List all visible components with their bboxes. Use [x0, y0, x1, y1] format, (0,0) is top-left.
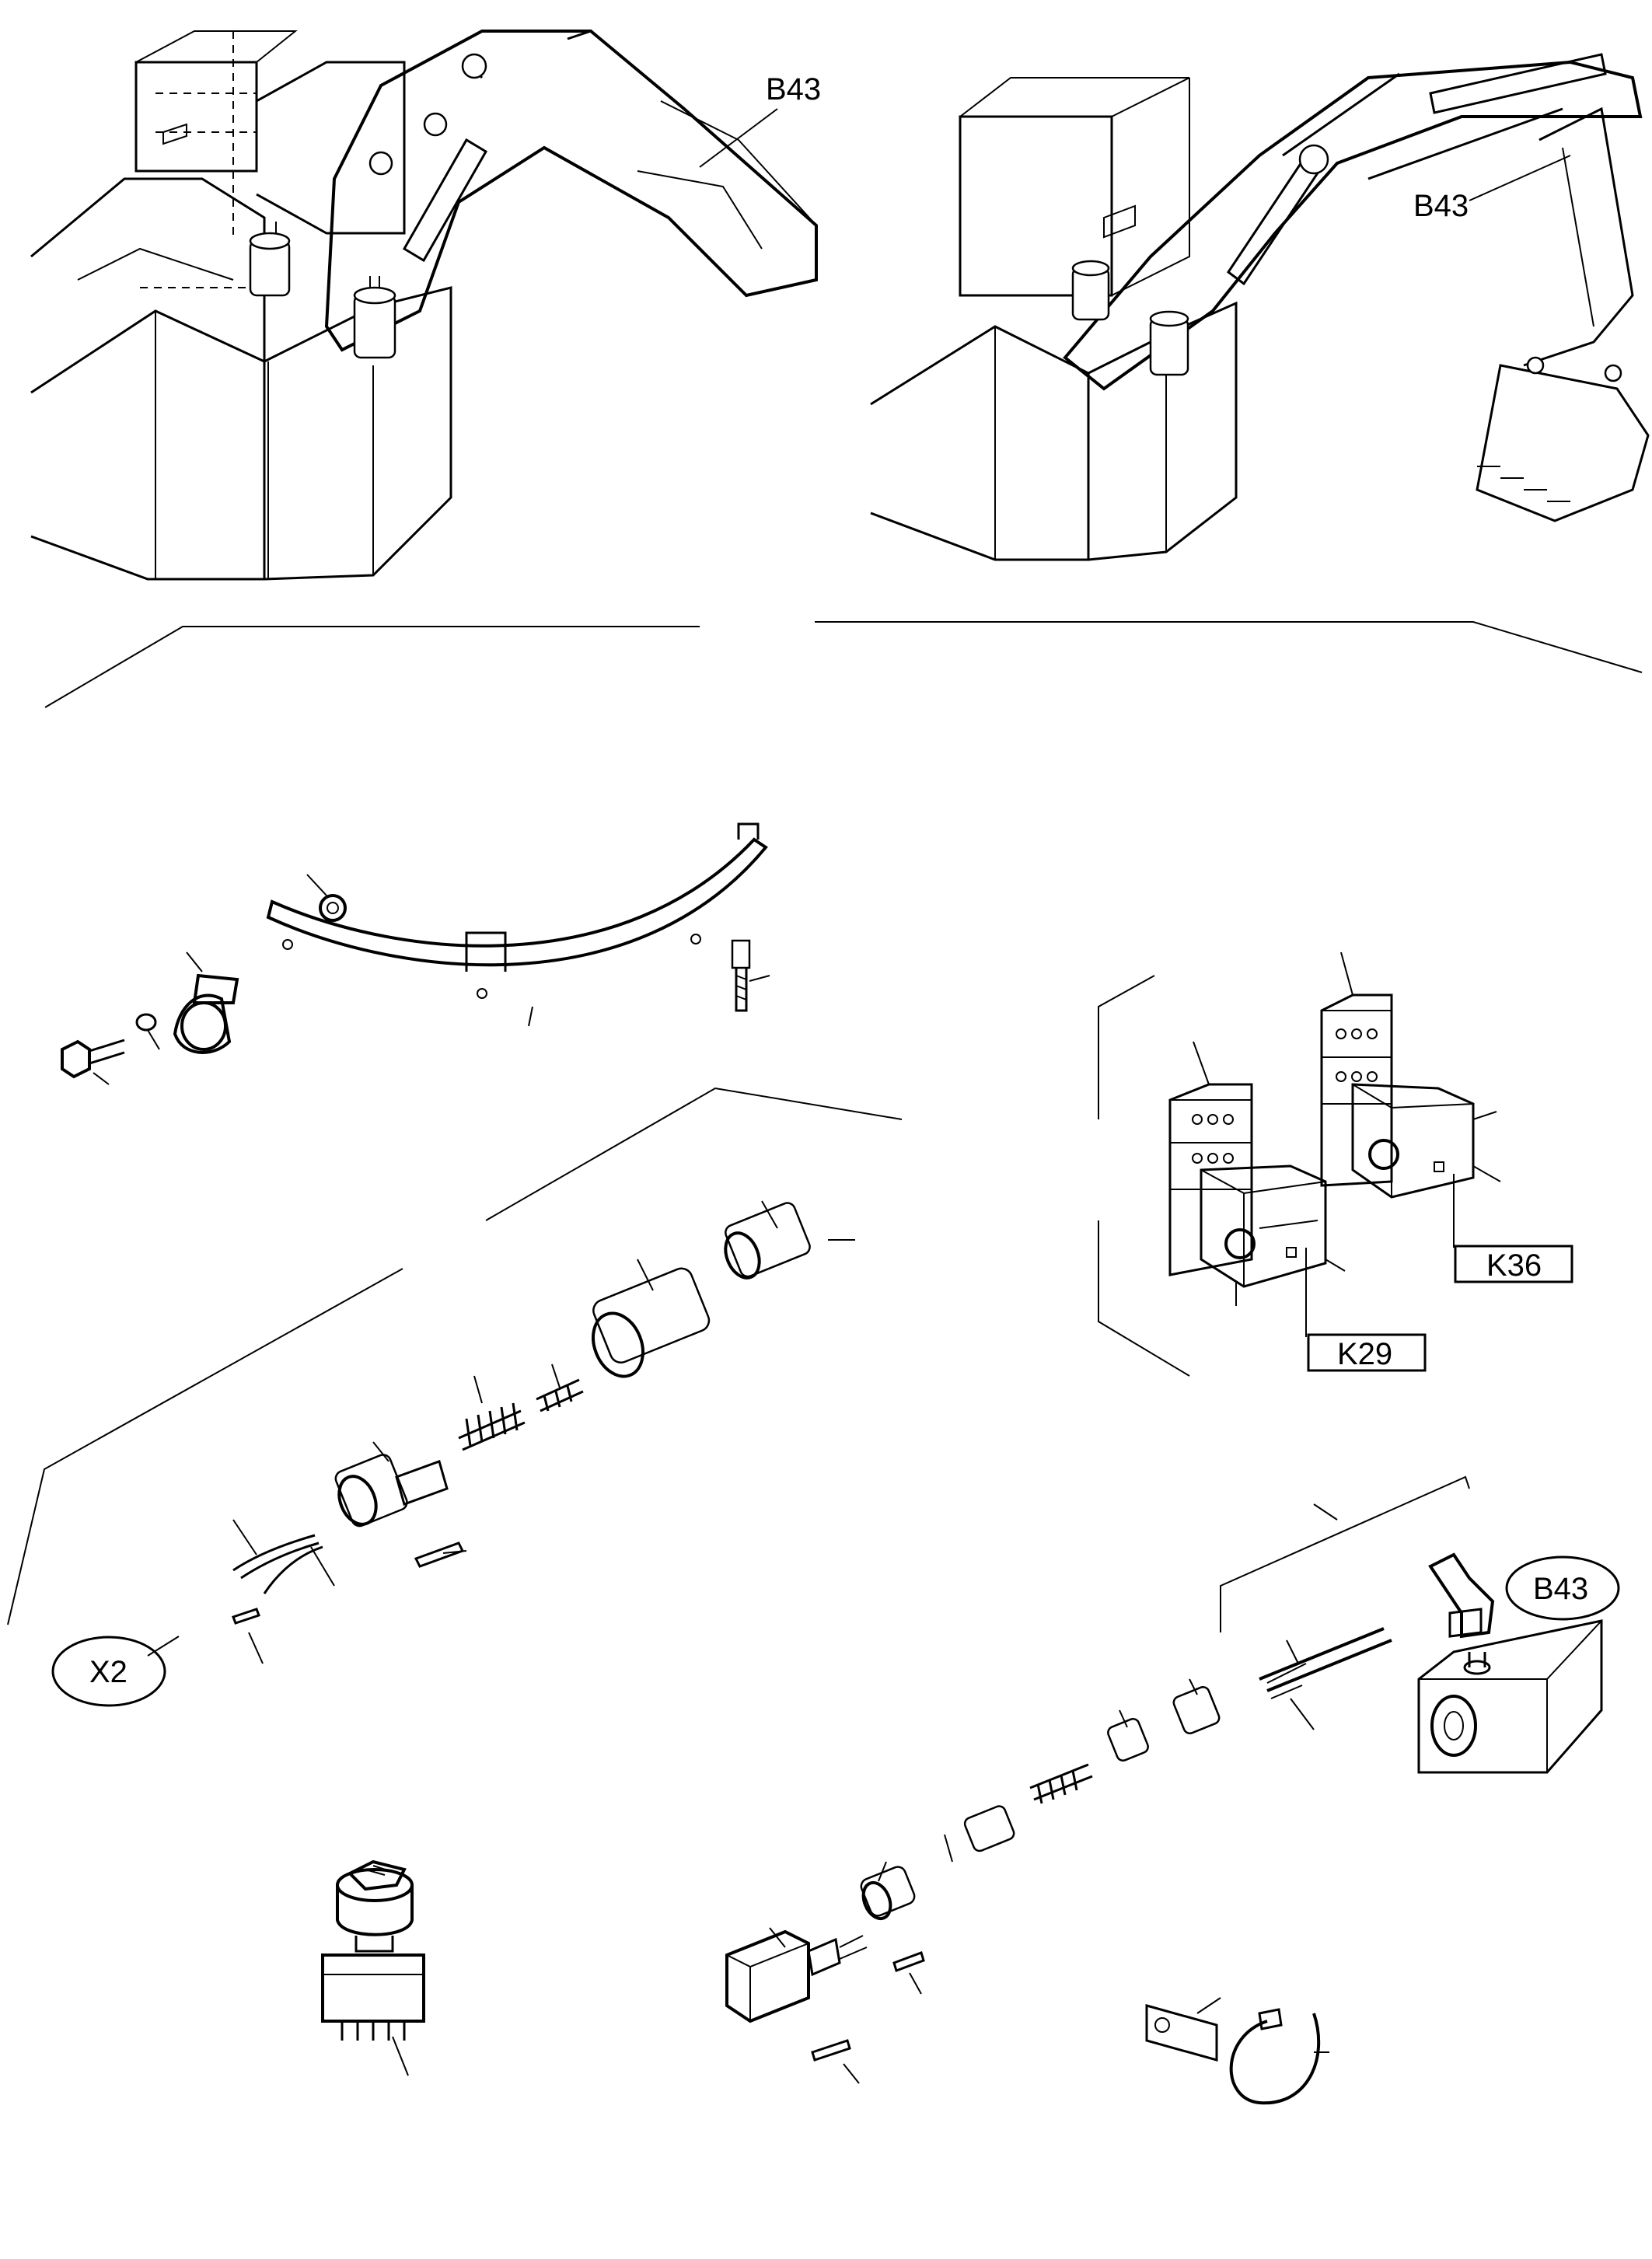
cable-gland-x2-assembly: X2: [7, 1087, 903, 1707]
label-b43-top-left: B43: [766, 72, 821, 106]
b43-label-ellipse: [1505, 1555, 1620, 1621]
k29-label-box: [1307, 1333, 1427, 1372]
relay-assembly: K29 K36: [1098, 951, 1573, 1377]
machine-view-right: B43: [870, 53, 1650, 561]
label-b43-sensor: B43: [1533, 1572, 1588, 1606]
curved-strap-assembly: [61, 822, 770, 1085]
label-b43-top-right: B43: [1413, 189, 1469, 223]
x2-label-ellipse: [51, 1636, 166, 1707]
k36-label-box: [1454, 1245, 1573, 1283]
label-k36: K36: [1486, 1248, 1542, 1283]
label-x2: X2: [89, 1655, 127, 1689]
rotary-switch: [321, 1859, 425, 2076]
boundary-line-left: [44, 626, 700, 708]
label-k29: K29: [1337, 1337, 1392, 1371]
sensor-cable-b43-assembly: B43: [725, 1475, 1620, 2105]
machine-view-left: B43: [30, 30, 821, 581]
boundary-line-right: [815, 621, 1643, 673]
